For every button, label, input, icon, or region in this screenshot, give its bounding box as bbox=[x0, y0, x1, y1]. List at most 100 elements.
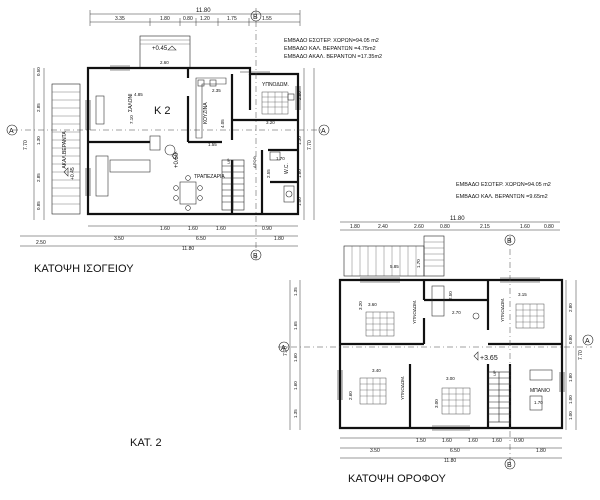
ground-room-salon: ΣΑΛΟΝΙ bbox=[128, 93, 134, 112]
ground-dim-top: 1.75 bbox=[227, 16, 237, 22]
ground-inner-dim: 3.20 bbox=[266, 120, 275, 125]
ground-floor-plan: 11.80 3.35 1.80 0.80 1.20 1.75 1.55 7.70… bbox=[6, 8, 382, 275]
ground-dim-top: 1.55 bbox=[262, 16, 272, 22]
upper-bottom-dimensions: 1.50 1.60 1.60 1.60 0.90 3.50 6.50 1.80 … bbox=[340, 437, 562, 464]
upper-dim-left: 1.35 bbox=[293, 287, 298, 296]
ground-dim-bottom-total: 11.80 bbox=[182, 246, 194, 252]
upper-dim-right: 1.80 bbox=[568, 373, 573, 382]
upper-dim-left: 1.60 bbox=[293, 353, 298, 362]
ground-inner-dim: 4.05 bbox=[220, 119, 225, 128]
ground-plan-title: ΚΑΤΟΨΗ ΙΣΟΓΕΙΟΥ bbox=[34, 263, 134, 275]
upper-up-label: UP bbox=[492, 370, 497, 376]
upper-floor-plan: ΕΜΒΑΔΟ ΕΣΩΤΕΡ. ΧΩΡΩΝ=94.05 m2 ΕΜΒΑΔΟ ΚΑΛ… bbox=[278, 182, 594, 485]
upper-plan-title: ΚΑΤΟΨΗ ΟΡΟΦΟΥ bbox=[348, 473, 447, 485]
ground-dim-bottom: 1.60 bbox=[188, 226, 198, 232]
ground-dim-bottom2: 6.50 bbox=[196, 236, 206, 242]
ground-inner-dim: 4.85 bbox=[134, 92, 143, 97]
ground-inner-dim: 2.35 bbox=[212, 88, 221, 93]
ground-dim-extra: 2.50 bbox=[36, 240, 46, 246]
upper-dim-bottom: 1.50 bbox=[416, 438, 426, 444]
ground-room-dining: ΤΡΑΠΕΖΑΡΙΑ bbox=[194, 174, 225, 180]
upper-inner-dim: 1.70 bbox=[534, 400, 543, 405]
ground-living-furniture: 7.10 bbox=[95, 95, 176, 197]
ground-left-dimensions: 7.70 0.50 2.85 1.30 2.85 0.85 bbox=[23, 67, 45, 220]
ground-inner-dim: 1.55 bbox=[208, 142, 217, 147]
ground-veranda-level: +0.45 bbox=[70, 167, 76, 180]
ground-unit-label: Κ 2 bbox=[154, 105, 171, 117]
upper-bed-3 bbox=[359, 377, 387, 405]
upper-axis-b-bottom: B bbox=[507, 462, 512, 469]
ground-inner-dim: 7.10 bbox=[129, 115, 134, 124]
ground-dim-left: 0.85 bbox=[36, 201, 41, 210]
upper-axis-a-left: A bbox=[281, 345, 286, 352]
upper-dim-left: 1.35 bbox=[293, 409, 298, 418]
ground-bedroom-bed bbox=[261, 91, 295, 115]
upper-dim-bottom: 0.90 bbox=[514, 438, 524, 444]
ground-dim-bottom2: 3.50 bbox=[114, 236, 124, 242]
upper-section-axes: A A B B bbox=[278, 234, 594, 470]
upper-dim-top: 1.80 bbox=[350, 224, 360, 230]
ground-walls bbox=[85, 65, 301, 216]
upper-balcony: 5.85 1.70 bbox=[343, 235, 445, 277]
ground-dim-right: 1.00 bbox=[297, 197, 302, 206]
upper-area-line: ΕΜΒΑΔΟ ΕΣΩΤΕΡ. ΧΩΡΩΝ=94.05 m2 bbox=[456, 182, 551, 188]
upper-inner-dim: 1.70 bbox=[416, 259, 421, 268]
upper-bed-1 bbox=[365, 311, 395, 337]
ground-room-storage: ΑΠΟΘ. bbox=[252, 155, 257, 168]
ground-dim-bottom: 1.60 bbox=[216, 226, 226, 232]
upper-dim-right: 0.80 bbox=[568, 335, 573, 344]
ground-dim-right: 1.80 bbox=[297, 169, 302, 178]
category-label: ΚΑΤ. 2 bbox=[130, 437, 162, 449]
ground-up-label: UP bbox=[226, 158, 231, 164]
upper-dim-bottom2: 1.80 bbox=[536, 448, 546, 454]
ground-section-axes: A A B B bbox=[6, 8, 330, 261]
upper-bed-2 bbox=[515, 303, 545, 329]
ground-dim-top: 1.80 bbox=[160, 16, 170, 22]
ground-dim-right: 1.30 bbox=[297, 136, 302, 145]
ground-dim-right-total: 7.70 bbox=[307, 140, 313, 150]
upper-level: +3.65 bbox=[480, 355, 498, 362]
upper-dim-bottom-total: 11.80 bbox=[444, 458, 456, 464]
upper-dim-top: 0.80 bbox=[544, 224, 554, 230]
ground-kitchen-furniture bbox=[195, 77, 227, 139]
ground-axis-a-right: A bbox=[321, 128, 326, 135]
ground-axis-b-bottom: B bbox=[253, 253, 258, 260]
ground-top-dimensions: 11.80 3.35 1.80 0.80 1.20 1.75 1.55 bbox=[89, 8, 301, 26]
ground-level-mid: +0.50 bbox=[174, 152, 180, 168]
upper-room-bed2: ΥΠΝΟΔΩΜ. bbox=[500, 298, 505, 322]
upper-dim-top: 1.60 bbox=[520, 224, 530, 230]
upper-room-bed3: ΥΠΝΟΔΩΜ. bbox=[400, 376, 405, 400]
upper-stair: UP bbox=[487, 370, 511, 423]
upper-axis-a-right: A bbox=[585, 338, 590, 345]
upper-inner-dim: 3.00 bbox=[434, 399, 439, 408]
upper-room-bed1: ΥΠΝΟΔΩΜ. bbox=[412, 300, 417, 324]
upper-dim-bottom: 1.60 bbox=[492, 438, 502, 444]
ground-dining-furniture bbox=[173, 175, 203, 211]
upper-inner-dim: 2.60 bbox=[348, 391, 353, 400]
ground-dim-bottom2: 1.80 bbox=[274, 236, 284, 242]
ground-level-top: +0.45 bbox=[152, 46, 168, 52]
upper-dim-right: 1.00 bbox=[568, 411, 573, 420]
ground-dim-top: 1.20 bbox=[200, 16, 210, 22]
ground-area-line: ΕΜΒΑΔΟ ΚΑΛ. ΒΕΡΑΝΤΩΝ =4.75m2 bbox=[284, 46, 376, 52]
upper-dim-left-total: 7.70 bbox=[283, 346, 289, 356]
upper-inner-dim: 3.20 bbox=[358, 301, 363, 310]
upper-dim-left: 1.65 bbox=[293, 321, 298, 330]
ground-right-dimensions: 7.70 2.50 1.30 1.80 1.00 bbox=[297, 68, 315, 220]
ground-dim-bottom: 0.90 bbox=[262, 226, 272, 232]
upper-inner-dim: 3.00 bbox=[446, 376, 455, 381]
upper-dim-bottom: 1.60 bbox=[468, 438, 478, 444]
upper-right-dimensions: 7.70 2.80 0.80 1.80 1.00 1.00 bbox=[565, 280, 584, 430]
upper-inner-dim: 3.40 bbox=[372, 368, 381, 373]
upper-dim-bottom: 1.60 bbox=[442, 438, 452, 444]
upper-bath-fixtures bbox=[431, 285, 553, 411]
upper-dim-top: 2.40 bbox=[378, 224, 388, 230]
ground-area-line: ΕΜΒΑΔΟ ΑΚΑΛ. ΒΕΡΑΝΤΩΝ =17.35m2 bbox=[284, 54, 382, 60]
upper-axis-b-top: B bbox=[507, 238, 512, 245]
ground-bottom-dimensions: 1.60 1.60 1.60 0.90 2.50 3.50 6.50 1.80 … bbox=[20, 225, 298, 252]
ground-dim-left: 2.85 bbox=[36, 103, 41, 112]
upper-dim-bottom2: 6.50 bbox=[450, 448, 460, 454]
upper-dim-top: 2.60 bbox=[414, 224, 424, 230]
ground-room-bedroom: ΥΠΝΟΔΩΜ. bbox=[262, 82, 289, 88]
